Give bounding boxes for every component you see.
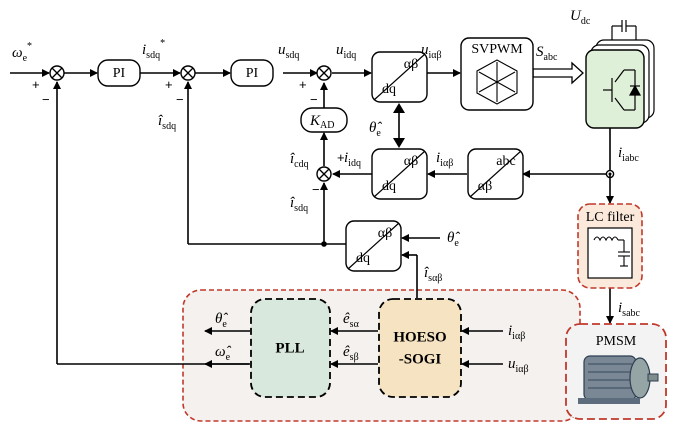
label-ialphabeta: iiαβ [436,150,453,169]
transform-bottom-ab: αβ [378,226,392,241]
sum1-minus-sign: − [42,92,50,107]
svg-text:KAD: KAD [309,113,334,131]
sum4-plus-sign: + [337,150,345,165]
label-sabc: Sabc [536,44,558,63]
label-esalpha: êsα [343,311,360,330]
label-input-i: iiαβ [508,323,525,342]
hoeso-label-line1: HOESO [393,329,446,345]
transform-abc-ab: αβ [478,179,492,194]
label-theta-e: θ̂e [369,120,382,139]
pmsm-block: PMSM [565,323,667,420]
label-ualphabeta: uiαβ [421,42,442,61]
sum1-plus-sign: + [32,77,40,92]
transform-top-block: αβ dq [371,51,428,103]
lc-filter-label: LC filter [586,210,635,225]
sum3-plus-sign: + [299,77,307,92]
label-esbeta: êsβ [343,344,359,363]
lc-filter-block: LC filter [577,203,643,289]
sum2-minus-sign: − [176,92,184,107]
label-uidq: uidq [336,42,356,61]
transform-bottom-block: αβ dq [345,220,402,272]
inverter-block [585,20,655,129]
pmsm-label: PMSM [596,334,637,349]
sum-junction-cdq [316,166,332,182]
kad-sub: AD [320,120,334,131]
svpwm-block: SVPWM [460,37,534,111]
label-iidq: iidq [344,150,361,169]
transform-mid-dq: dq [382,179,396,194]
sum2-plus-sign: + [165,77,173,92]
pll-label: PLL [275,340,304,356]
sabc-arrow [532,61,584,85]
label-isdq-hat: îsdq [290,195,308,214]
sum3-minus-sign: − [310,92,318,107]
label-isalphabeta: îsαβ [424,265,442,284]
transform-abc-block: abc αβ [467,148,524,200]
hexagon-icon [476,59,518,105]
kad-label: K [309,113,321,129]
transform-abc-label: abc [496,154,515,169]
transform-mid-ab: αβ [404,154,418,169]
pi-speed-block: PI [97,59,141,87]
pll-block: PLL [250,298,331,398]
label-iiabc: iiabc [618,145,639,164]
label-isdq-fb: îsdq [158,113,176,132]
transform-top-dq: dq [382,82,396,97]
label-omega-ref: ωe* [12,41,32,64]
kad-block: KAD [300,107,348,133]
pi-speed-label: PI [113,66,126,81]
dc-capacitor-icon [611,20,637,40]
svpwm-label: SVPWM [471,42,523,57]
pi-current-label: PI [246,66,259,81]
sum-junction-voltage [316,65,332,81]
hoeso-label-line2: -SOGI [399,351,442,367]
transform-bottom-dq: dq [356,251,370,266]
sum4-minus-sign: − [312,182,320,197]
label-isdq-ref: isdq* [142,38,165,61]
sum-junction-speed [49,65,65,81]
lc-circuit-icon [593,236,630,267]
sum-junction-current [180,65,196,81]
label-input-u: uiαβ [508,356,529,375]
label-icdq: îcdq [290,151,309,170]
transform-top-ab: αβ [404,57,418,72]
label-isabc: isabc [618,300,641,319]
label-udc: Udc [570,8,591,27]
hoeso-sogi-block: HOESO -SOGI [378,298,462,398]
label-usdq: usdq [278,42,299,61]
motor-icon [578,355,659,404]
label-theta-e-bottom: θ̂e [447,230,460,249]
transform-mid-block: αβ dq [371,148,428,200]
pi-current-block: PI [230,59,274,87]
igbt-icon [603,69,642,111]
